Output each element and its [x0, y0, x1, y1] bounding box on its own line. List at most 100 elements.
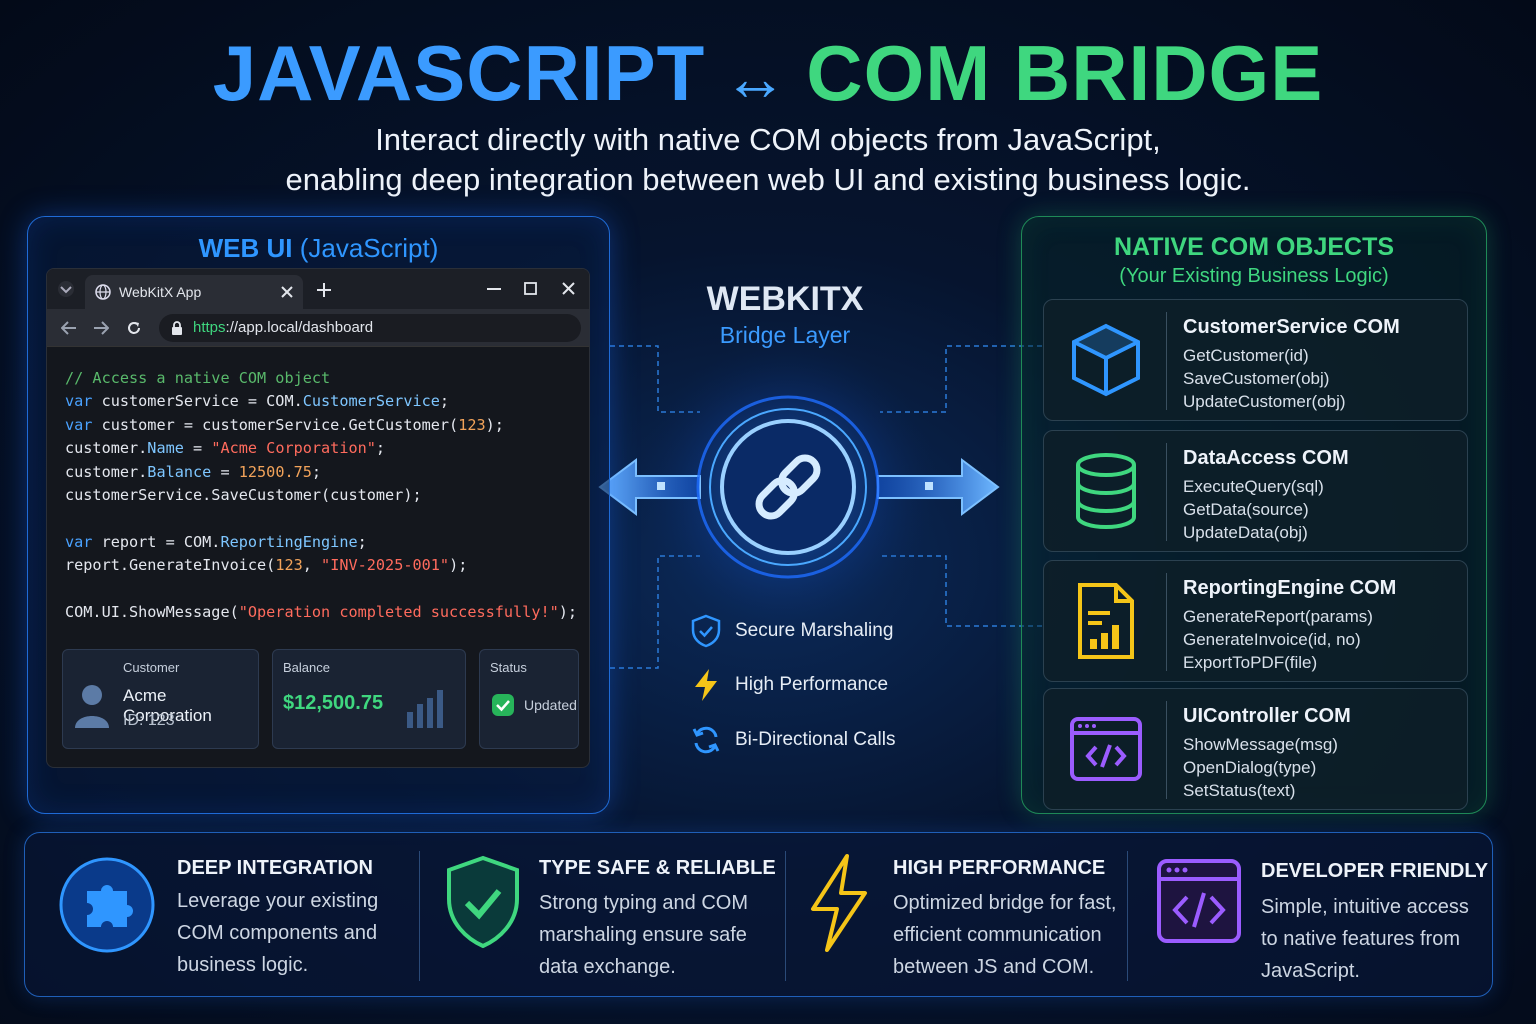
feature-secure-marshaling: Secure Marshaling [690, 614, 893, 648]
benefit-line: between JS and COM. [893, 956, 1095, 978]
com-name: UIController COM [1183, 705, 1351, 727]
com-method: SetStatus(text) [1183, 781, 1296, 800]
code-text: , [302, 556, 322, 575]
maximize-icon[interactable] [524, 282, 537, 295]
code-line: var customer = customerService.GetCustom… [65, 414, 577, 437]
com-method: ExportToPDF(file) [1183, 653, 1318, 672]
benefit-line: JavaScript. [1261, 960, 1360, 982]
status-card: Status Updated [479, 649, 579, 749]
link-icon [755, 454, 821, 520]
feature-high-performance: High Performance [690, 668, 888, 702]
minimize-icon[interactable] [487, 288, 501, 290]
url-input[interactable]: https://app.local/dashboard [159, 314, 581, 342]
com-method: GetData(source) [1183, 500, 1309, 519]
native-com-subtitle: (Your Existing Business Logic) [1119, 265, 1389, 287]
left-arrow [598, 458, 701, 516]
bridge-ring-mid [709, 408, 867, 566]
com-method: GetCustomer(id) [1183, 346, 1309, 365]
benefit-line: Simple, intuitive access [1261, 896, 1469, 918]
benefit-line: efficient communication [893, 924, 1102, 946]
shield-check-icon [691, 614, 721, 648]
com-method: OpenDialog(type) [1183, 758, 1317, 777]
benefit-title: HIGH PERFORMANCE [893, 857, 1106, 879]
com-method: ShowMessage(msg) [1183, 735, 1338, 754]
bridge-subtitle: Bridge Layer [719, 322, 851, 348]
code-line-blank [65, 507, 577, 530]
bidirectional-arrow-icon: ↔ [723, 42, 789, 114]
customer-label: Customer [123, 660, 180, 675]
code-window-icon [1070, 717, 1142, 781]
code-text: customerService.SaveCustomer(customer); [65, 486, 422, 505]
url-text: https://app.local/dashboard [193, 319, 373, 336]
benefit-developer-friendly: DEVELOPER FRIENDLY Simple, intuitive acc… [1127, 833, 1494, 998]
code-line-blank [65, 578, 577, 601]
code-property: ReportingEngine [220, 532, 358, 551]
code-keyword: var [65, 532, 93, 551]
web-ui-panel: WEB UI (JavaScript) WebKitX App https://… [27, 216, 610, 814]
code-text: customer. [65, 462, 148, 481]
com-method: GenerateInvoice(id, no) [1183, 630, 1361, 649]
com-card-ui-controller: UIController COM ShowMessage(msg) OpenDi… [1043, 688, 1468, 810]
code-line: // Access a native COM object [65, 367, 577, 390]
cube-icon [1072, 323, 1140, 397]
code-text: ; [311, 462, 322, 481]
code-keyword: var [65, 392, 93, 411]
code-line: report.GenerateInvoice(123, "INV-2025-00… [65, 554, 577, 577]
report-icon [1078, 583, 1134, 659]
card-divider [1166, 443, 1167, 541]
lightning-icon [695, 669, 717, 701]
com-name: ReportingEngine COM [1183, 577, 1397, 599]
back-icon[interactable] [61, 321, 77, 335]
close-tab-icon[interactable] [281, 286, 293, 298]
bridge-title: WEBKITX [706, 280, 864, 318]
com-card-data-access: DataAccess COM ExecuteQuery(sql) GetData… [1043, 430, 1468, 552]
benefit-line: to native features from [1261, 928, 1460, 950]
benefit-line: Optimized bridge for fast, [893, 892, 1117, 914]
new-tab-icon[interactable] [317, 283, 331, 297]
code-line: customer.Name = "Acme Corporation"; [65, 437, 577, 460]
feature-label: Bi-Directional Calls [735, 729, 896, 750]
customer-name: Acme Corporation [123, 686, 212, 725]
code-text: ; [439, 392, 450, 411]
com-method: SaveCustomer(obj) [1183, 369, 1330, 388]
close-window-icon[interactable] [562, 282, 575, 295]
lightning-icon [811, 854, 867, 952]
benefit-description: Optimized bridge for fast, efficient com… [893, 887, 1116, 983]
customer-card: Customer Acme Corporation ID: 123 [62, 649, 259, 749]
benefit-line: COM components and [177, 922, 378, 944]
reload-icon[interactable] [126, 320, 142, 336]
code-number: 12500.75 [238, 462, 312, 481]
code-text: ; [357, 532, 367, 551]
benefit-separator [785, 851, 786, 981]
forward-icon[interactable] [93, 321, 109, 335]
browser-menu-icon[interactable] [57, 280, 75, 298]
native-com-panel: NATIVE COM OBJECTS (Your Existing Busine… [1021, 216, 1487, 814]
benefit-separator [419, 851, 420, 981]
status-label: Status [490, 660, 527, 675]
balance-label: Balance [283, 660, 330, 675]
code-text: ); [558, 603, 578, 622]
globe-icon [95, 284, 111, 300]
check-badge-icon [492, 694, 514, 716]
com-card-reporting-engine: ReportingEngine COM GenerateReport(param… [1043, 560, 1468, 682]
benefit-line: Leverage your existing [177, 890, 379, 912]
title-com-bridge: COM BRIDGE [806, 29, 1324, 117]
benefit-line: data exchange. [539, 956, 676, 978]
code-window-icon [1157, 859, 1241, 943]
card-divider [1166, 312, 1167, 410]
benefit-title: TYPE SAFE & RELIABLE [539, 857, 776, 879]
card-divider [1166, 701, 1167, 799]
code-string: "INV-2025-001" [321, 556, 450, 575]
code-comment: // Access a native COM object [65, 369, 331, 387]
benefits-bar: DEEP INTEGRATION Leverage your existing … [24, 832, 1493, 997]
feature-label: Secure Marshaling [735, 620, 894, 641]
code-number: 123 [275, 556, 303, 575]
bar-chart-icon [407, 690, 443, 728]
code-property: Name [147, 439, 184, 458]
benefit-line: Strong typing and COM [539, 892, 748, 914]
com-name: CustomerService COM [1183, 316, 1400, 338]
browser-tab[interactable]: WebKitX App [85, 275, 303, 309]
url-scheme: https [193, 319, 226, 336]
code-line: var report = COM.ReportingEngine; [65, 531, 577, 554]
balance-value: $12,500.75 [283, 692, 384, 714]
